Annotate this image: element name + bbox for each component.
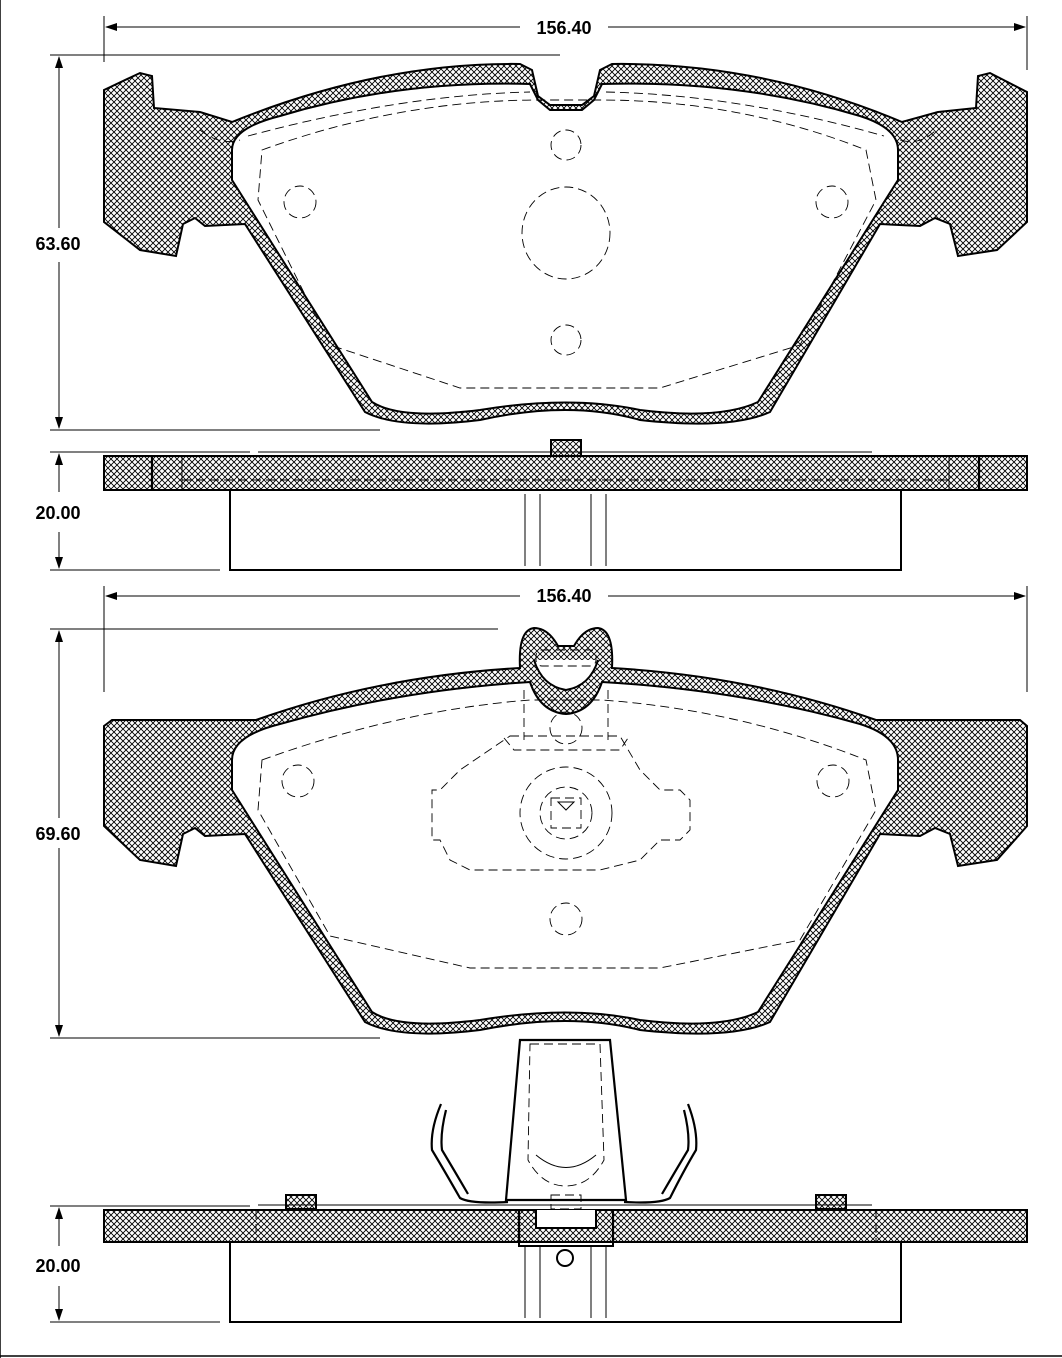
- bottom-pad-center-circle: [519, 766, 613, 860]
- top-thickness-label: 20.00: [35, 503, 80, 523]
- bottom-thickness-dimension: 20.00: [35, 1205, 250, 1323]
- top-pad-center-ellipse: [521, 186, 611, 280]
- bottom-pad-hole-lower: [549, 902, 583, 936]
- top-pad-hole-upper: [550, 129, 582, 161]
- top-thickness-dimension: 20.00: [35, 451, 250, 571]
- bottom-width-dimension: 156.40: [103, 586, 1028, 692]
- bottom-pad-sensor-hole: [556, 1249, 574, 1267]
- top-width-dimension: 156.40: [103, 16, 1028, 70]
- top-pad-hole-left: [283, 185, 317, 219]
- top-pad-hole-right: [815, 185, 849, 219]
- top-pad-hole-lower: [550, 324, 582, 356]
- top-height-dimension: 63.60: [35, 54, 560, 431]
- top-width-label: 156.40: [536, 18, 591, 38]
- bottom-pad-side-view: [103, 1194, 1028, 1323]
- bottom-thickness-label: 20.00: [35, 1256, 80, 1276]
- bottom-pad-hole-right: [816, 764, 850, 798]
- top-pad-front-view: [103, 62, 1028, 425]
- top-pad-side-view: [103, 439, 1028, 571]
- bottom-pad-hole-left: [281, 764, 315, 798]
- bottom-pad-front-view: [103, 626, 1028, 1035]
- bottom-height-dimension: 69.60: [35, 628, 498, 1039]
- bottom-height-label: 69.60: [35, 824, 80, 844]
- bottom-width-label: 156.40: [536, 586, 591, 606]
- top-height-label: 63.60: [35, 234, 80, 254]
- bottom-pad-spring-clip: [430, 1038, 698, 1204]
